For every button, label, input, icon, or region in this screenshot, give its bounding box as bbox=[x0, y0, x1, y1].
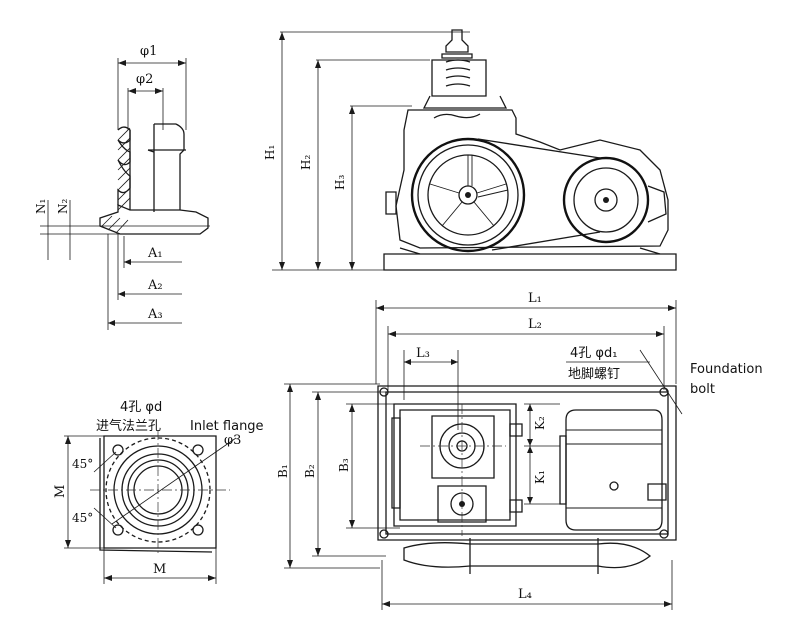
phi1-label: φ1 bbox=[140, 44, 157, 59]
b3-label: B₃ bbox=[337, 458, 351, 472]
b2-label: B₂ bbox=[303, 464, 317, 478]
a1-label: A₁ bbox=[147, 246, 163, 261]
phi2-label: φ2 bbox=[136, 72, 153, 87]
n1-label: N₁ bbox=[34, 199, 48, 214]
side-elevation-view: H₁ H₂ H₃ bbox=[263, 29, 677, 271]
l1-label: L₁ bbox=[528, 291, 542, 306]
a2-label: A₂ bbox=[147, 278, 163, 293]
inlet-pipe-section-view: φ1 φ2 N₁ N₂ bbox=[34, 44, 210, 330]
plan-view: L₁ L₂ L₃ 4孔 φd₁ 地脚螺钉 Foundation bolt B₁ bbox=[276, 291, 763, 610]
b1-outer-label: B₁ bbox=[276, 464, 290, 478]
angle-bottom-label: 45° bbox=[72, 511, 93, 525]
l2-label: L₂ bbox=[528, 317, 542, 332]
inlet-flange-chinese: 进气法兰孔 bbox=[96, 418, 161, 434]
angle-top-label: 45° bbox=[72, 457, 93, 471]
a3-label: A₃ bbox=[147, 307, 163, 322]
h2-label: H₂ bbox=[299, 155, 313, 170]
n2-label: N₂ bbox=[56, 199, 70, 215]
m-vertical-label: M bbox=[53, 485, 68, 498]
foundation-english-line2: bolt bbox=[690, 382, 715, 397]
foundation-english-line1: Foundation bbox=[690, 362, 763, 377]
k2-label: K₂ bbox=[533, 416, 547, 430]
inlet-flange-face-view: 4孔 φd 进气法兰孔 Inlet flange φ3 45° 45° bbox=[53, 400, 264, 584]
inlet-flange-holes: 4孔 φd bbox=[120, 400, 162, 415]
l3-label: L₃ bbox=[416, 346, 430, 361]
foundation-holes: 4孔 φd₁ bbox=[570, 346, 617, 361]
foundation-chinese: 地脚螺钉 bbox=[568, 366, 620, 382]
k1-label: K₁ bbox=[533, 470, 547, 484]
h3-label: H₃ bbox=[333, 175, 347, 190]
h1-label: H₁ bbox=[263, 145, 277, 160]
inlet-flange-english: Inlet flange bbox=[190, 419, 264, 434]
m-horizontal-label: M bbox=[153, 562, 166, 577]
phi3-label: φ3 bbox=[224, 433, 241, 448]
l4-label: L₄ bbox=[518, 587, 532, 602]
